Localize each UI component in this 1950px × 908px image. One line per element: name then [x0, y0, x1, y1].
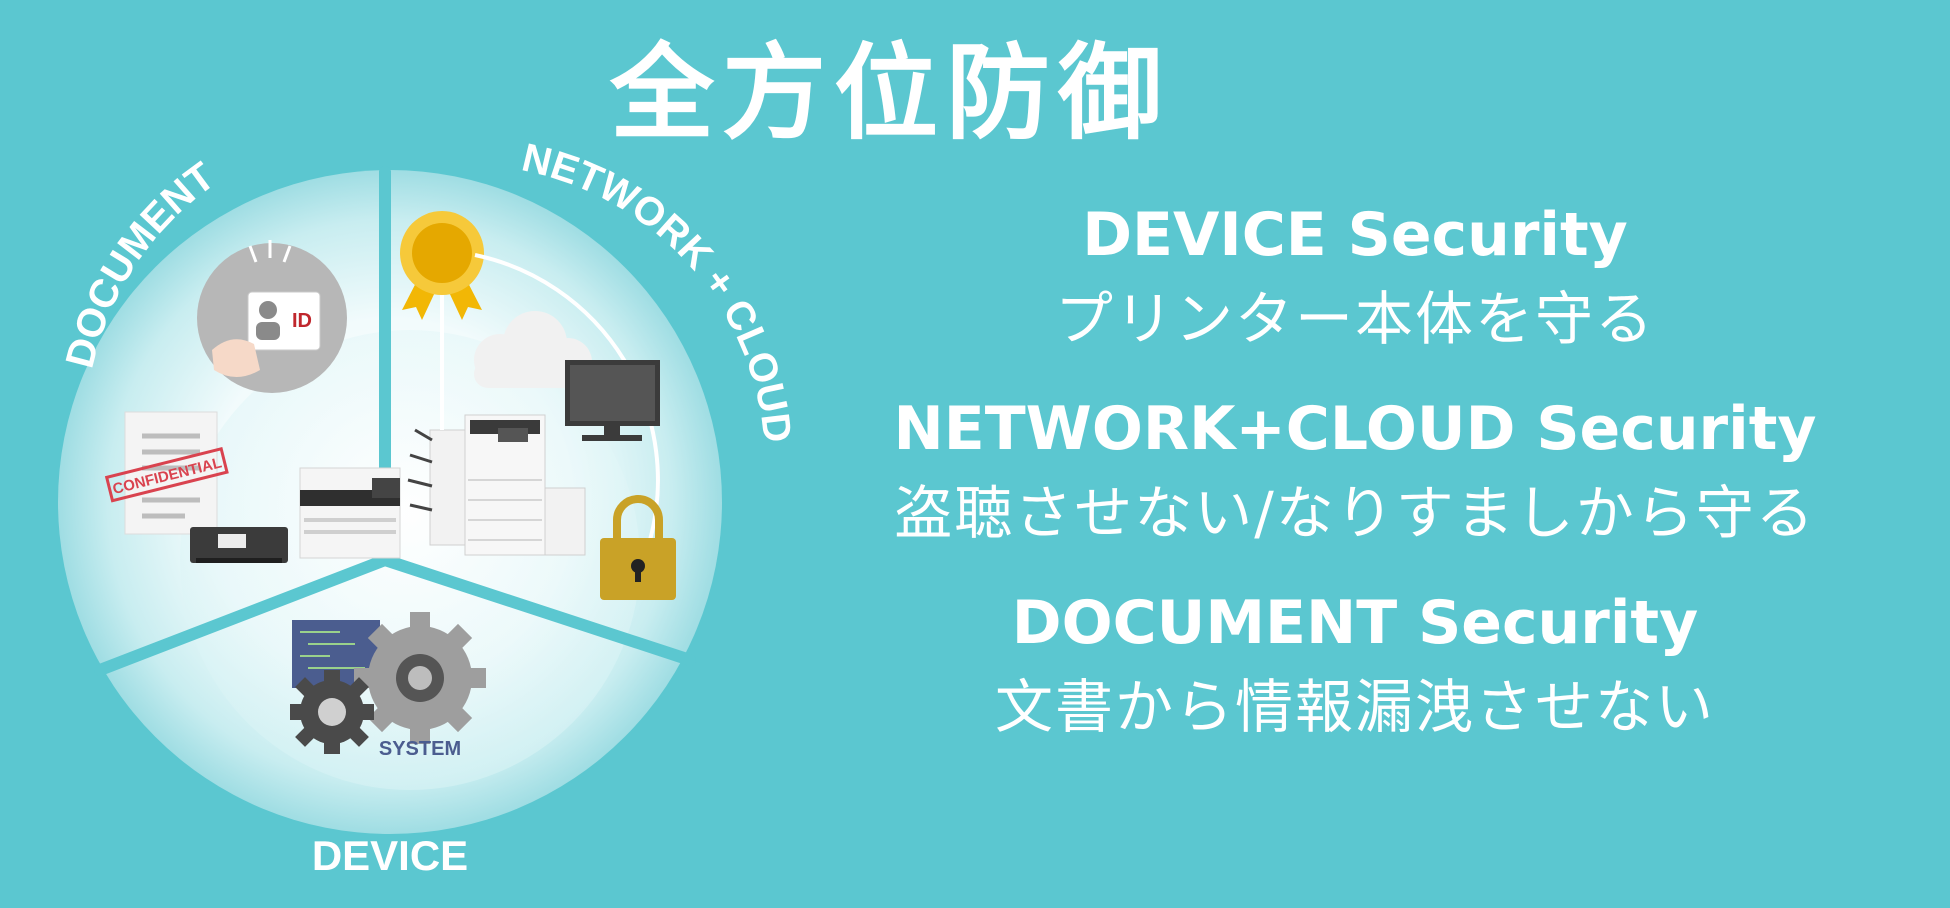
device-caption: DEVICE Security プリンター本体を守る [790, 195, 1920, 363]
confidential-document-icon: CONFIDENTIAL [104, 411, 229, 535]
network-link-line [474, 253, 660, 541]
large-gear-icon [354, 612, 486, 744]
device-caption-title: DEVICE Security [1082, 200, 1628, 270]
mfp-printer-icon [299, 467, 401, 559]
document-caption-title: DOCUMENT Security [1011, 588, 1699, 658]
network-caption-subtitle: 盗聴させない/なりすましから守る [894, 479, 1816, 547]
system-label: SYSTEM [379, 738, 461, 760]
cloud-icon [474, 311, 592, 388]
device-caption-subtitle: プリンター本体を守る [1054, 285, 1655, 353]
network-caption-title: NETWORK+CLOUD Security [893, 394, 1817, 464]
padlock-icon [600, 495, 676, 600]
page-title: 全方位防御 [0, 28, 1950, 158]
ring-label-device: DEVICE [312, 832, 468, 879]
network-caption: NETWORK+CLOUD Security 盗聴させない/なりすましから守る [790, 389, 1920, 557]
large-copier-icon [407, 414, 586, 556]
certificate-seal-icon [400, 211, 484, 430]
id-card-icon: ID [197, 240, 347, 393]
page-title-text: 全方位防御 [609, 32, 1170, 154]
monitor-icon [565, 360, 660, 441]
small-gear-icon [290, 670, 374, 754]
document-caption-subtitle: 文書から情報漏洩させない [994, 673, 1715, 741]
security-captions: DEVICE Security プリンター本体を守る NETWORK+CLOUD… [790, 195, 1920, 777]
document-caption: DOCUMENT Security 文書から情報漏洩させない [790, 583, 1920, 751]
svg-text:ID: ID [292, 310, 312, 332]
small-printer-icon [190, 527, 288, 563]
